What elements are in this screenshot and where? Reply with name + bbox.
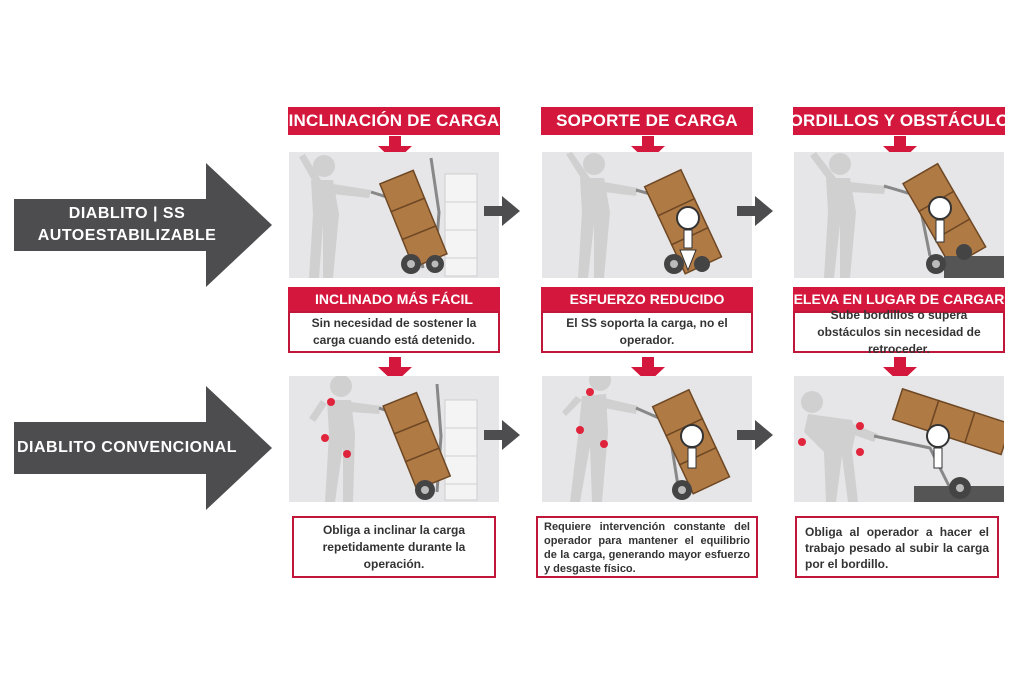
drawback-text-curbs: Obliga al operador a hacer el trabajo pe…: [795, 516, 999, 578]
benefit-header-support: ESFUERZO REDUCIDO: [541, 287, 753, 311]
row-label-conventional: DIABLITO CONVENCIONAL: [17, 439, 237, 456]
column-header-inclination: INCLINACIÓN DE CARGA: [288, 107, 500, 135]
big-arrow-shape: [14, 163, 272, 287]
illustration-ss-support: [542, 152, 752, 278]
row-label-ss-line1: DIABLITO | SS: [68, 205, 186, 222]
drawback-text-support: Requiere intervención constante del oper…: [536, 516, 758, 578]
illustration-ss-curbs: [794, 152, 1004, 278]
benefit-text-support: El SS soporta la carga, no el operador.: [541, 311, 753, 353]
benefit-header-inclination: INCLINADO MÁS FÁCIL: [288, 287, 500, 311]
down-arrow-icon: [883, 136, 917, 162]
illustration-conventional-support: [542, 376, 752, 502]
next-step-arrow-icon: [484, 196, 520, 226]
down-arrow-icon: [631, 136, 665, 162]
next-step-arrow-icon: [737, 420, 773, 450]
row-label-ss-line2: AUTOESTABILIZABLE: [37, 227, 217, 244]
big-arrow-shape: [14, 386, 272, 510]
next-step-arrow-icon: [737, 196, 773, 226]
down-arrow-icon: [378, 136, 412, 162]
down-arrow-icon: [883, 357, 917, 383]
row-label-arrow-conventional: DIABLITO CONVENCIONAL: [14, 386, 272, 510]
illustration-ss-inclination: [289, 152, 499, 278]
benefit-header-curbs: ELEVA EN LUGAR DE CARGAR: [793, 287, 1005, 311]
benefit-text-inclination: Sin necesidad de sostener la carga cuand…: [288, 311, 500, 353]
column-header-support: SOPORTE DE CARGA: [541, 107, 753, 135]
illustration-conventional-inclination: [289, 376, 499, 502]
drawback-text-inclination: Obliga a inclinar la carga repetidamente…: [292, 516, 496, 578]
row-label-arrow-ss: DIABLITO | SS AUTOESTABILIZABLE: [14, 163, 272, 287]
column-header-curbs: BORDILLOS Y OBSTÁCULOS: [777, 107, 1021, 135]
illustration-conventional-curbs: [794, 376, 1004, 502]
next-step-arrow-icon: [484, 420, 520, 450]
down-arrow-icon: [378, 357, 412, 383]
down-arrow-icon: [631, 357, 665, 383]
benefit-text-curbs: Sube bordillos o supera obstáculos sin n…: [793, 308, 1005, 356]
